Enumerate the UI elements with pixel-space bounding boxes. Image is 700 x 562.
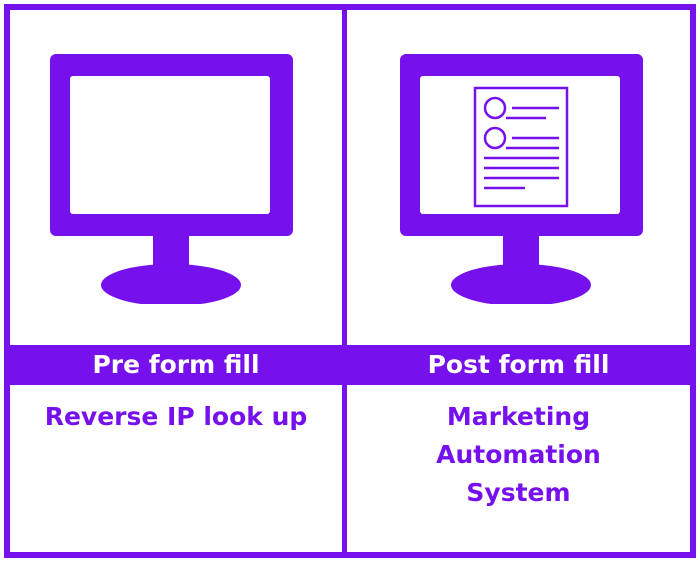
header-band bbox=[4, 345, 696, 385]
monitor-form-icon bbox=[400, 54, 643, 304]
outer-frame bbox=[4, 4, 696, 558]
pre-form-fill-header: Pre form fill bbox=[92, 350, 260, 379]
monitor-blank-icon bbox=[50, 54, 293, 304]
marketing-automation-label: Marketing Automation System bbox=[436, 402, 601, 507]
post-form-fill-header: Post form fill bbox=[427, 350, 610, 379]
reverse-ip-label: Reverse IP look up bbox=[44, 402, 308, 431]
panel-divider bbox=[342, 4, 347, 558]
